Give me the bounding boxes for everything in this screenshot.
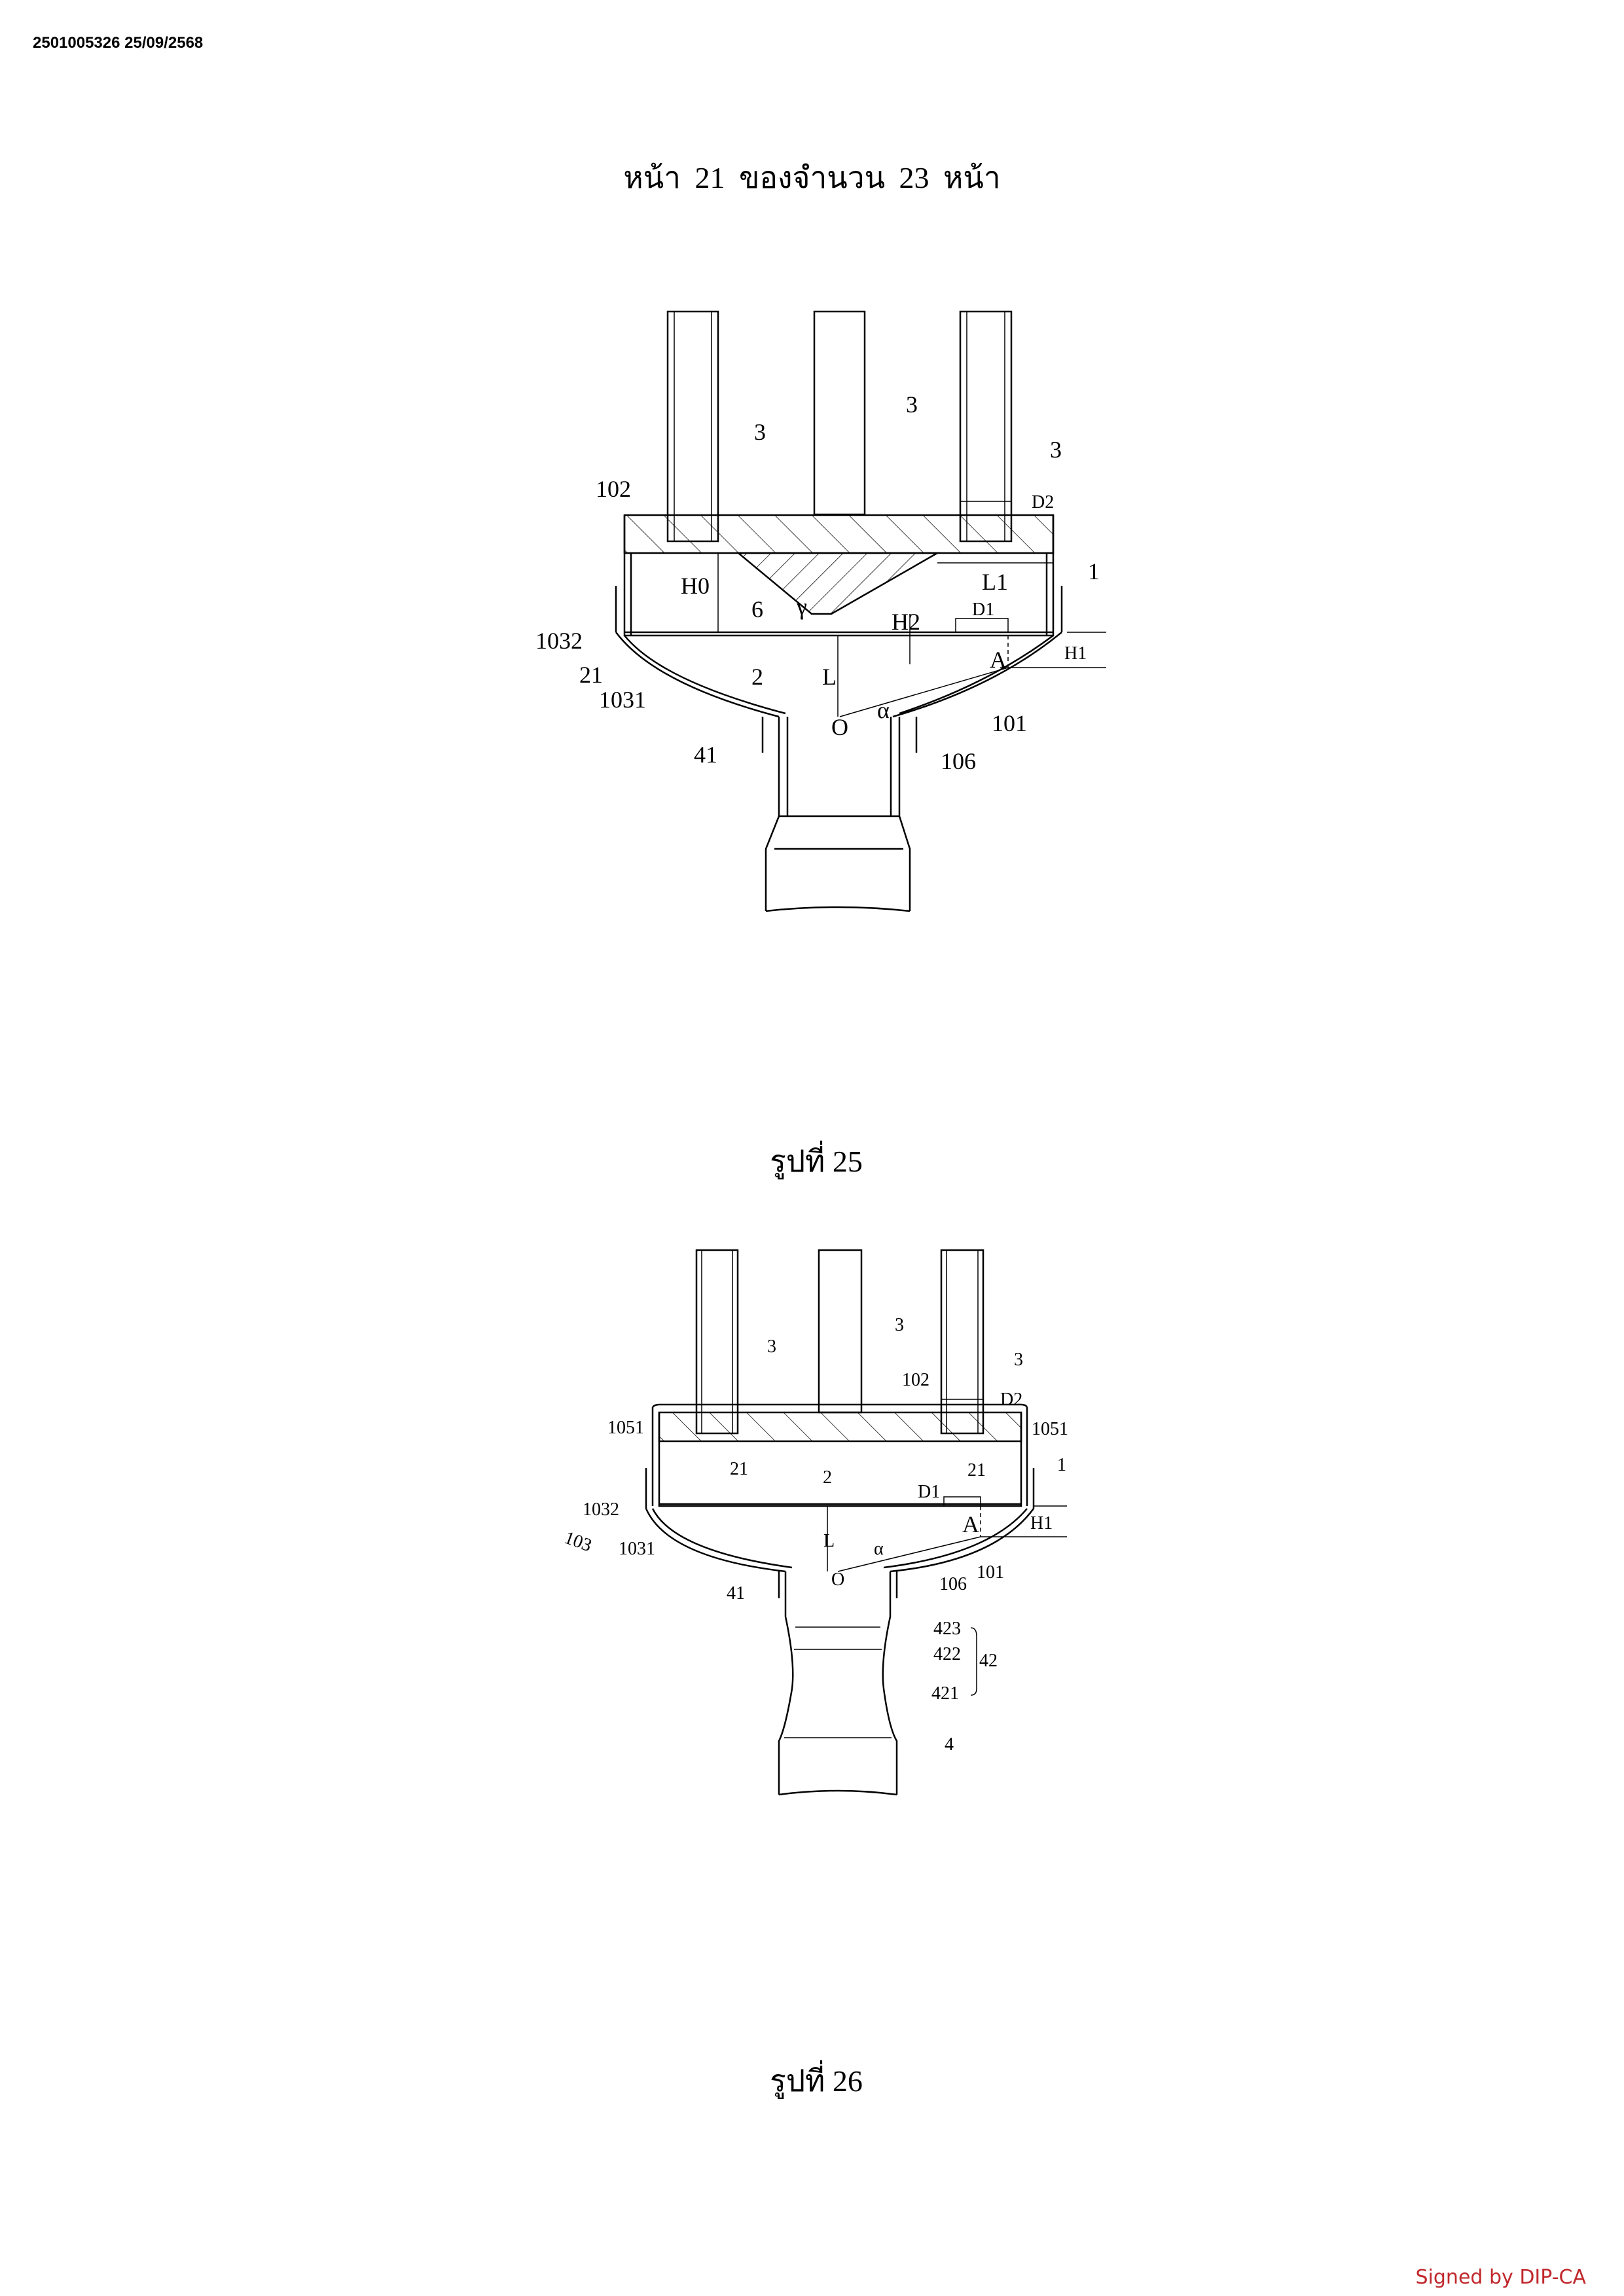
figure-26-labels: 3 3 3 102 D2 1051 1051 1 21 21 2 D1 1032… — [562, 1315, 1068, 1755]
page-title: หน้า 21 ของจำนวน 23 หน้า — [623, 161, 1001, 194]
label-section-421: 421 — [931, 1683, 959, 1704]
label-h1: H1 — [1064, 643, 1087, 664]
dimension-lines — [717, 501, 1106, 717]
label-origin: O — [831, 1570, 844, 1590]
label-point-a: A — [962, 1511, 979, 1537]
label-tube: 3 — [754, 419, 766, 445]
label-l1: L1 — [982, 569, 1008, 595]
housing — [651, 1403, 1028, 1507]
label-tube: 3 — [906, 391, 918, 418]
label-bowl: 101 — [992, 710, 1027, 736]
label-h0: H0 — [681, 573, 710, 599]
label-pipe-end: 41 — [727, 1583, 745, 1604]
figure-26: 3 3 3 102 D2 1051 1051 1 21 21 2 D1 1032… — [562, 1249, 1068, 2099]
label-l: L — [823, 1531, 835, 1551]
label-top-plate: 102 — [596, 476, 631, 502]
section-lines — [784, 1626, 892, 1738]
label-seal: 1051 — [1032, 1419, 1068, 1439]
label-d2: D2 — [1032, 492, 1054, 512]
label-h1: H1 — [1030, 1513, 1053, 1534]
label-d1: D1 — [972, 600, 994, 620]
label-pipe-end: 41 — [694, 742, 717, 768]
label-sleeve: 106 — [941, 748, 976, 774]
label-l: L — [822, 664, 837, 690]
label-chamber: 103 — [562, 1528, 594, 1556]
label-plate: 2 — [751, 664, 763, 690]
label-lower-chamber: 1031 — [619, 1539, 655, 1559]
document-id: 2501005326 25/09/2568 — [33, 34, 204, 52]
figure-25-caption: รูปที่ 25 — [770, 1140, 863, 1179]
label-bowl: 101 — [977, 1562, 1004, 1583]
outlet-pipe — [778, 1571, 898, 1796]
label-pipe: 4 — [945, 1734, 954, 1755]
bowl — [615, 632, 1062, 718]
label-point-a: A — [990, 647, 1007, 673]
label-lower-chamber: 1031 — [599, 687, 646, 713]
label-section-422: 422 — [933, 1644, 961, 1664]
signature-note: Signed by DIP-CA — [1415, 2266, 1586, 2289]
label-housing: 1 — [1088, 558, 1100, 584]
figure-25: 3 3 3 102 D2 1 L1 H0 6 γ H2 D1 1032 H1 A… — [535, 310, 1106, 1179]
top-plate — [623, 514, 1055, 554]
dimension-lines — [827, 1399, 1067, 1696]
label-tube: 3 — [767, 1336, 776, 1357]
label-alpha: α — [877, 697, 890, 723]
figure-26-caption: รูปที่ 26 — [770, 2060, 863, 2099]
label-h2: H2 — [892, 609, 920, 635]
label-hole: 21 — [967, 1460, 986, 1480]
label-gamma: γ — [796, 594, 807, 620]
label-6: 6 — [751, 596, 763, 622]
label-venturi: 42 — [979, 1651, 998, 1671]
label-hole: 21 — [730, 1459, 748, 1479]
outer-sleeve — [615, 586, 1063, 632]
label-d2: D2 — [1000, 1390, 1022, 1410]
label-origin: O — [831, 714, 848, 740]
label-plate: 2 — [823, 1467, 832, 1488]
label-housing: 1 — [1057, 1455, 1066, 1475]
label-tube: 3 — [1050, 437, 1062, 463]
label-sleeve: 106 — [939, 1574, 967, 1594]
deflector-cone — [736, 552, 941, 615]
label-seal: 1051 — [607, 1418, 644, 1438]
top-plate — [658, 1411, 1022, 1443]
label-top-plate: 102 — [902, 1370, 929, 1390]
outer-sleeve — [645, 1468, 1035, 1509]
label-upper-chamber: 1032 — [535, 628, 583, 654]
housing — [623, 515, 1055, 637]
label-tube: 3 — [895, 1315, 904, 1335]
tubes — [695, 1249, 984, 1435]
label-hole: 21 — [579, 662, 603, 688]
label-upper-chamber: 1032 — [583, 1499, 619, 1520]
label-alpha: α — [874, 1539, 884, 1559]
label-tube: 3 — [1014, 1350, 1023, 1370]
tubes — [666, 310, 1013, 543]
label-d1: D1 — [918, 1482, 940, 1502]
outlet-pipe — [761, 717, 918, 912]
figure-25-labels: 3 3 3 102 D2 1 L1 H0 6 γ H2 D1 1032 H1 A… — [535, 391, 1100, 774]
bowl — [645, 1508, 1035, 1573]
label-section-423: 423 — [933, 1619, 961, 1639]
